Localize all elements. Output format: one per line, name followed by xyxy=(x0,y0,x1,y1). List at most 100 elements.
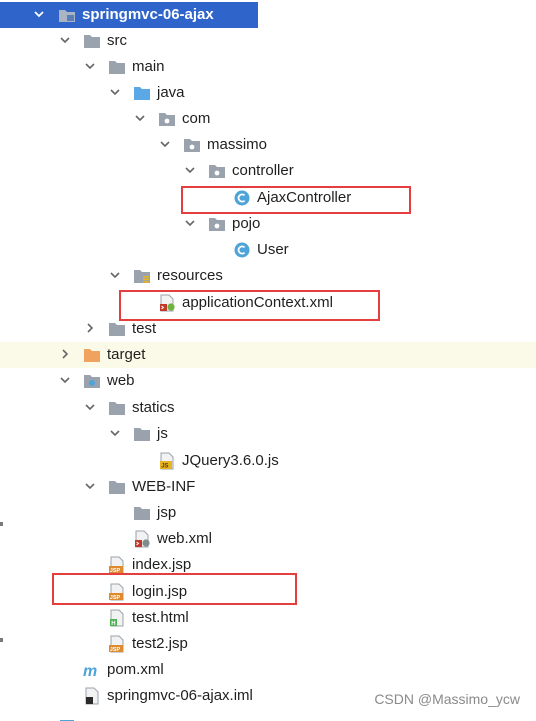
jsp-file-icon: JSP xyxy=(108,635,126,653)
tree-label-jquery: JQuery3.6.0.js xyxy=(182,452,279,469)
tree-label-controller: controller xyxy=(232,162,294,179)
class-icon xyxy=(233,241,251,259)
tree-label-ajax-controller: AjaxController xyxy=(257,189,352,206)
tree-row-pom-xml[interactable]: m pom.xml xyxy=(0,657,536,683)
tree-label-target: target xyxy=(107,346,146,363)
chevron-down-icon[interactable] xyxy=(60,35,70,45)
chevron-down-icon[interactable] xyxy=(85,61,95,71)
tree-label-user: User xyxy=(257,241,289,258)
tree-row-controller[interactable]: controller xyxy=(0,158,536,184)
watermark: CSDN @Massimo_ycw xyxy=(374,691,520,707)
tree-row-src[interactable]: src xyxy=(0,28,536,54)
tree-row-test2-jsp[interactable]: JSP test2.jsp xyxy=(0,631,536,657)
chevron-right-icon[interactable] xyxy=(60,349,70,359)
tree-row-pojo[interactable]: pojo xyxy=(0,211,536,237)
excluded-folder-icon xyxy=(83,346,101,364)
tree-label-login-jsp: login.jsp xyxy=(132,583,188,600)
chevron-down-icon[interactable] xyxy=(34,9,44,19)
web-folder-icon xyxy=(83,372,101,390)
chevron-down-icon[interactable] xyxy=(135,113,145,123)
highlight-box-login-jsp xyxy=(52,573,297,605)
chevron-down-icon[interactable] xyxy=(110,87,120,97)
svg-text:m: m xyxy=(83,663,97,679)
svg-text:JSP: JSP xyxy=(110,595,121,601)
tree-row-ajax-controller[interactable]: AjaxController xyxy=(0,185,536,211)
spring-xml-file-icon xyxy=(158,294,176,312)
folder-icon xyxy=(133,504,151,522)
tree-label-java: java xyxy=(157,84,185,101)
tree-label-index-jsp: index.jsp xyxy=(132,556,192,573)
class-icon xyxy=(233,189,251,207)
tree-row-application-context[interactable]: applicationContext.xml xyxy=(0,290,536,316)
tree-row-web-xml[interactable]: web.xml xyxy=(0,526,536,552)
tree-label-main: main xyxy=(132,58,165,75)
highlight-box-ajax-controller xyxy=(181,186,411,214)
folder-icon xyxy=(108,478,126,496)
tree-row-partial xyxy=(60,713,180,721)
tree-label-js: js xyxy=(157,425,168,442)
tree-row-test[interactable]: test xyxy=(0,316,536,342)
tree-row-login-jsp[interactable]: JSP login.jsp xyxy=(0,579,536,605)
javascript-file-icon: JS xyxy=(158,452,176,470)
tree-label-resources: resources xyxy=(157,267,223,284)
tree-row-resources[interactable]: resources xyxy=(0,263,536,289)
iml-file-icon xyxy=(83,687,101,705)
chevron-down-icon[interactable] xyxy=(160,139,170,149)
package-icon xyxy=(208,215,226,233)
tree-row-root[interactable]: springmvc-06-ajax xyxy=(0,2,536,28)
tree-row-target[interactable]: target xyxy=(0,342,536,368)
tree-label-root: springmvc-06-ajax xyxy=(82,6,214,23)
tree-row-com[interactable]: com xyxy=(0,106,536,132)
tree-row-java[interactable]: java xyxy=(0,80,536,106)
tree-row-massimo[interactable]: massimo xyxy=(0,132,536,158)
chevron-right-icon[interactable] xyxy=(85,323,95,333)
tree-label-test-html: test.html xyxy=(132,609,189,626)
tree-label-web-inf: WEB-INF xyxy=(132,478,196,495)
chevron-down-icon[interactable] xyxy=(110,428,120,438)
chevron-down-icon[interactable] xyxy=(85,402,95,412)
tree-label-src: src xyxy=(107,32,127,49)
package-icon xyxy=(183,136,201,154)
package-icon xyxy=(158,110,176,128)
chevron-down-icon[interactable] xyxy=(60,375,70,385)
tree-row-user[interactable]: User xyxy=(0,237,536,263)
module-folder-icon xyxy=(58,6,76,24)
left-edge-mark xyxy=(0,638,3,642)
tree-row-test-html[interactable]: H test.html xyxy=(0,605,536,631)
tree-label-statics: statics xyxy=(132,399,175,416)
tree-label-pom-xml: pom.xml xyxy=(107,661,164,678)
chevron-down-icon[interactable] xyxy=(85,481,95,491)
chevron-down-icon[interactable] xyxy=(185,218,195,228)
maven-file-icon: m xyxy=(83,661,101,679)
tree-label-jsp-folder: jsp xyxy=(157,504,177,521)
tree-label-web: web xyxy=(107,372,135,389)
tree-label-com: com xyxy=(182,110,211,127)
chevron-down-icon[interactable] xyxy=(110,270,120,280)
chevron-down-icon[interactable] xyxy=(185,165,195,175)
tree-row-jsp-folder[interactable]: jsp xyxy=(0,500,536,526)
tree-row-web-inf[interactable]: WEB-INF xyxy=(0,474,536,500)
tree-row-index-jsp[interactable]: JSP index.jsp xyxy=(0,552,536,578)
folder-icon xyxy=(83,32,101,50)
tree-label-application-context: applicationContext.xml xyxy=(182,294,333,311)
folder-icon xyxy=(133,425,151,443)
tree-row-iml[interactable]: springmvc-06-ajax.iml xyxy=(0,683,536,709)
folder-icon xyxy=(108,58,126,76)
resources-folder-icon xyxy=(133,267,151,285)
tree-label-test2-jsp: test2.jsp xyxy=(132,635,188,652)
folder-icon xyxy=(108,320,126,338)
tree-row-js[interactable]: js xyxy=(0,421,536,447)
tree-row-main[interactable]: main xyxy=(0,54,536,80)
html-file-icon: H xyxy=(108,609,126,627)
tree-row-jquery[interactable]: JS JQuery3.6.0.js xyxy=(0,448,536,474)
folder-icon xyxy=(108,399,126,417)
package-icon xyxy=(208,162,226,180)
svg-text:JS: JS xyxy=(161,464,168,470)
tree-row-web[interactable]: web xyxy=(0,368,536,394)
tree-row-statics[interactable]: statics xyxy=(0,395,536,421)
svg-text:H: H xyxy=(111,621,115,627)
svg-text:JSP: JSP xyxy=(110,647,121,653)
tree-label-web-xml: web.xml xyxy=(157,530,213,547)
left-edge-mark xyxy=(0,522,3,526)
